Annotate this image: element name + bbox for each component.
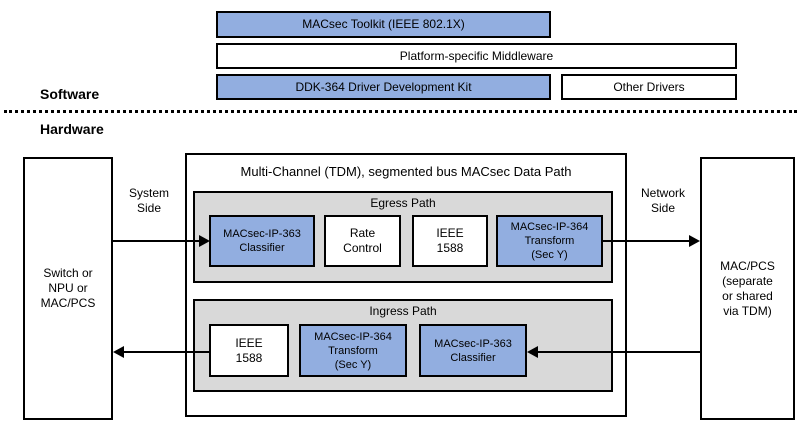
ingress-output-line [122,351,209,353]
egress-classifier-block: MACsec-IP-363 Classifier [209,215,315,267]
system-side-label: System Side [128,186,169,215]
macsec-toolkit-block: MACsec Toolkit (IEEE 802.1X) [216,11,551,38]
software-hardware-divider [4,110,797,113]
egress-output-arrowhead-icon [689,235,700,247]
datapath-title: Multi-Channel (TDM), segmented bus MACse… [240,164,572,179]
mac-pcs-box: MAC/PCS (separate or shared via TDM) [700,157,795,420]
ingress-transform-block: MACsec-IP-364 Transform (Sec Y) [299,324,407,377]
egress-rate-control-block: Rate Control [324,215,401,267]
egress-input-arrowhead-icon [199,235,210,247]
ingress-input-arrowhead-icon [527,346,538,358]
ingress-ieee-1588-block: IEEE 1588 [209,324,289,377]
software-section-label: Software [40,86,100,102]
egress-output-line [603,240,691,242]
switch-npu-box: Switch or NPU or MAC/PCS [23,157,113,420]
hardware-section-label: Hardware [40,121,104,137]
ingress-path-title: Ingress Path [369,304,437,318]
ingress-classifier-block: MACsec-IP-363 Classifier [419,324,527,377]
egress-input-line [113,240,201,242]
egress-ieee-1588-block: IEEE 1588 [412,215,488,267]
ingress-input-line [536,351,700,353]
platform-middleware-block: Platform-specific Middleware [216,43,737,69]
egress-transform-block: MACsec-IP-364 Transform (Sec Y) [496,215,603,267]
ddk-driver-kit-block: DDK-364 Driver Development Kit [216,74,551,100]
egress-path-title: Egress Path [370,196,436,210]
ingress-output-arrowhead-icon [113,346,124,358]
network-side-label: Network Side [640,186,685,215]
other-drivers-block: Other Drivers [561,74,737,100]
